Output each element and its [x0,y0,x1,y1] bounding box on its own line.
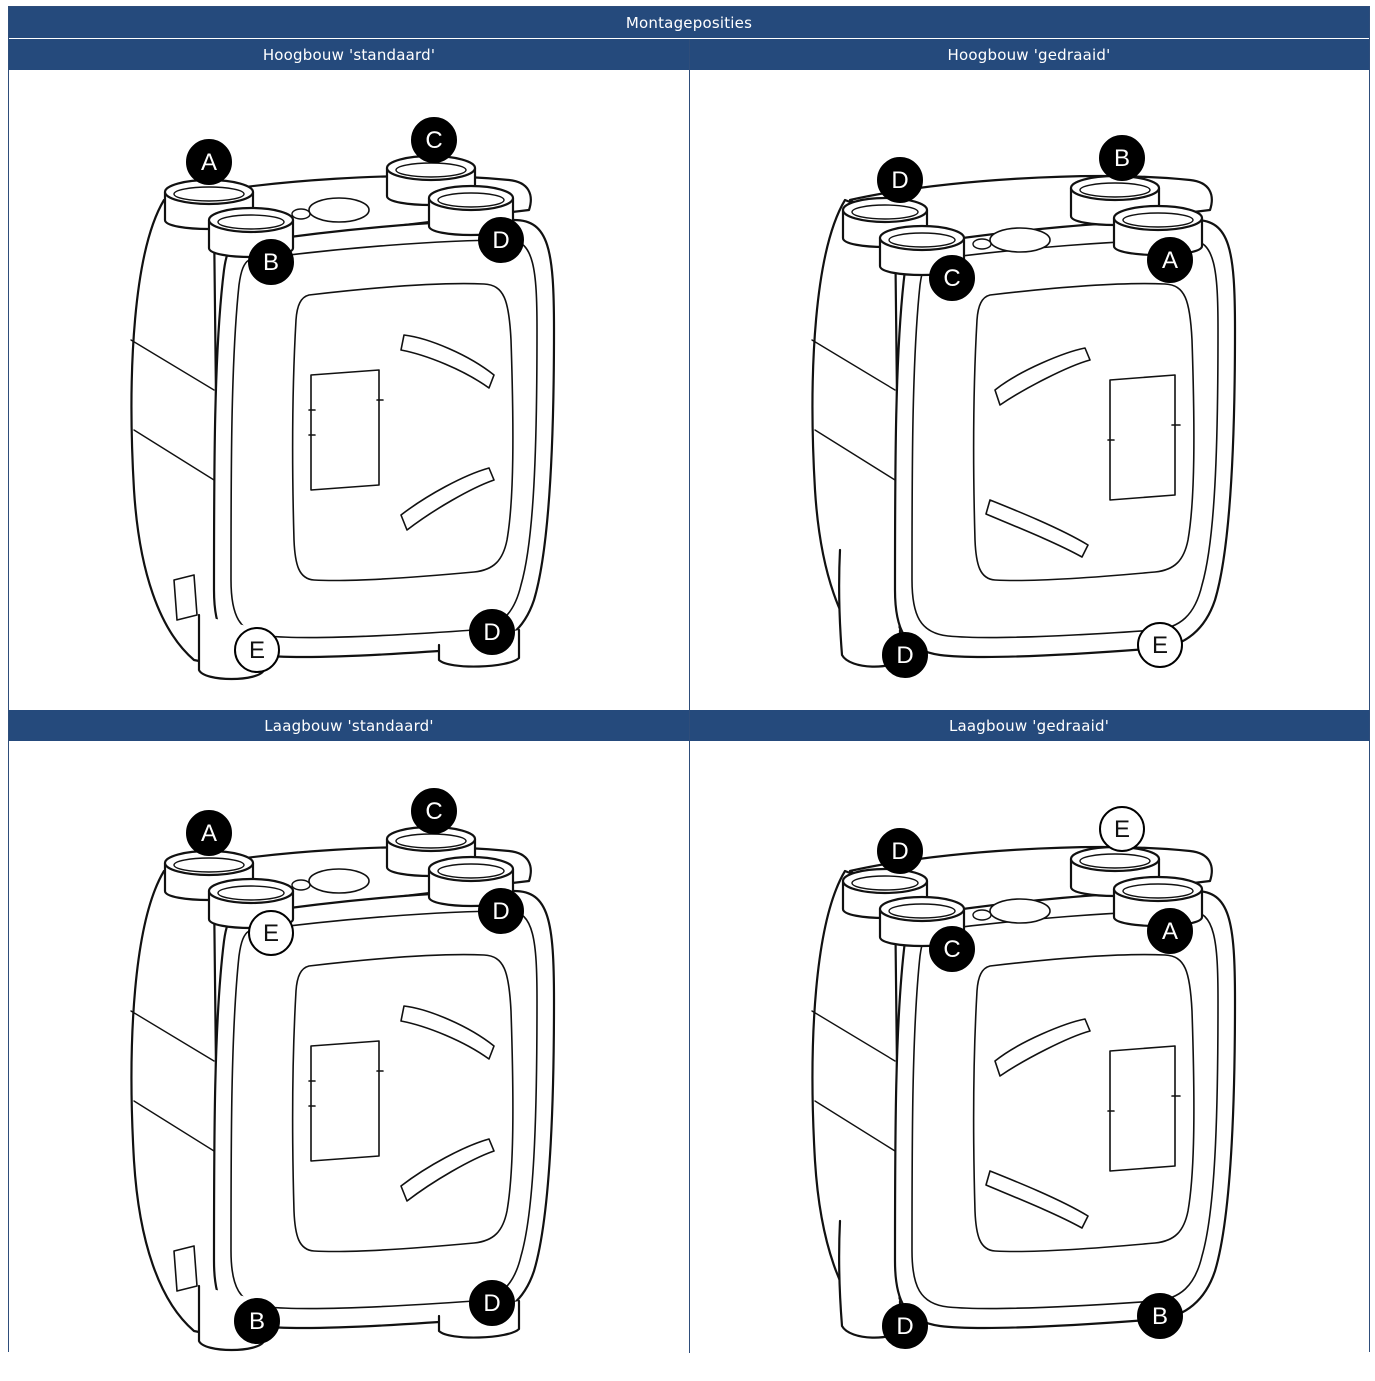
port-badge-c: C [929,926,975,972]
port-badge-circle [469,1280,515,1326]
cell-laagbouw-gedraaid: D C E A B D [690,741,1370,1381]
port-badge-d: D [469,609,515,655]
port-badge-d: D [877,157,923,203]
port-badge-label: C [425,798,442,825]
port-badge-circle [929,255,975,301]
port-badge-label: A [201,820,217,847]
ventilation-unit-drawing [130,154,556,680]
port-badge-label: A [1162,247,1178,274]
port-badge-circle [1147,908,1193,954]
port-badge-circle [478,217,524,263]
column-divider [689,39,690,1353]
port-badge-e: E [234,627,280,673]
unit-illustration: A E C D D B [130,788,556,1351]
port-badge-circle [882,1303,928,1349]
port-badge-d: D [478,888,524,934]
port-badge-c: C [929,255,975,301]
port-badge-label: D [483,619,500,646]
port-badge-label: D [891,838,908,865]
port-badge-b: B [1099,135,1145,181]
port-badge-label: D [492,898,509,925]
port-badge-d: D [469,1280,515,1326]
port-badge-label: D [896,642,913,669]
port-badge-circle [882,632,928,678]
port-badge-a: A [186,810,232,856]
port-badge-label: D [483,1290,500,1317]
port-badge-circle [929,926,975,972]
port-badge-label: D [891,167,908,194]
header-hoogbouw-gedraaid: Hoogbouw 'gedraaid' [689,39,1369,70]
port-badge-circle [234,627,280,673]
title-divider [9,38,1369,39]
port-badge-circle [478,888,524,934]
port-badge-d: D [877,828,923,874]
port-badge-e: E [1099,806,1145,852]
port-badge-b: B [1137,1293,1183,1339]
unit-illustration: D C B A E D [811,135,1237,678]
port-badge-circle [1147,237,1193,283]
header-hoogbouw-standaard: Hoogbouw 'standaard' [9,39,689,70]
port-badge-circle [411,788,457,834]
port-badge-e: E [1137,622,1183,668]
port-badge-circle [877,157,923,203]
port-badge-label: B [263,249,279,276]
unit-illustration: A B C D D E [130,117,556,680]
port-badge-label: C [425,127,442,154]
port-badge-label: B [249,1308,265,1335]
port-badge-c: C [411,117,457,163]
port-badge-label: D [492,227,509,254]
cell-laagbouw-standaard: A E C D D B [9,741,689,1381]
port-badge-circle [877,828,923,874]
cell-hoogbouw-gedraaid: D C B A E D [690,70,1370,710]
ventilation-unit-drawing [811,174,1237,668]
port-badge-circle [248,910,294,956]
port-badge-circle [1099,135,1145,181]
port-badge-circle [469,609,515,655]
port-badge-d: D [882,1303,928,1349]
port-badge-label: E [249,637,265,664]
port-badge-circle [234,1298,280,1344]
port-badge-circle [186,810,232,856]
port-badge-label: A [1162,918,1178,945]
port-badge-label: D [896,1313,913,1340]
port-badge-label: E [1114,816,1130,843]
port-badge-label: A [201,149,217,176]
port-badge-a: A [1147,908,1193,954]
mounting-positions-table: Montageposities Hoogbouw 'standaard' Hoo… [8,6,1370,1353]
port-badge-a: A [186,139,232,185]
port-badge-circle [411,117,457,163]
port-badge-d: D [882,632,928,678]
port-badge-label: B [1152,1303,1168,1330]
port-badge-label: C [943,265,960,292]
port-badge-label: E [263,920,279,947]
port-badge-circle [186,139,232,185]
port-badge-label: B [1114,145,1130,172]
table-title: Montageposities [9,7,1369,38]
port-badge-label: E [1152,632,1168,659]
port-badge-a: A [1147,237,1193,283]
unit-illustration: D C E A B D [811,806,1237,1349]
port-badge-circle [1099,806,1145,852]
ventilation-unit-drawing [130,825,556,1351]
port-badge-d: D [478,217,524,263]
port-badge-circle [248,239,294,285]
port-badge-circle [1137,622,1183,668]
port-badge-b: B [248,239,294,285]
cell-hoogbouw-standaard: A B C D D E [9,70,689,710]
port-badge-label: C [943,936,960,963]
header-laagbouw-gedraaid: Laagbouw 'gedraaid' [689,710,1369,741]
port-badge-c: C [411,788,457,834]
port-badge-circle [1137,1293,1183,1339]
header-laagbouw-standaard: Laagbouw 'standaard' [9,710,689,741]
port-badge-b: B [234,1298,280,1344]
port-badge-e: E [248,910,294,956]
